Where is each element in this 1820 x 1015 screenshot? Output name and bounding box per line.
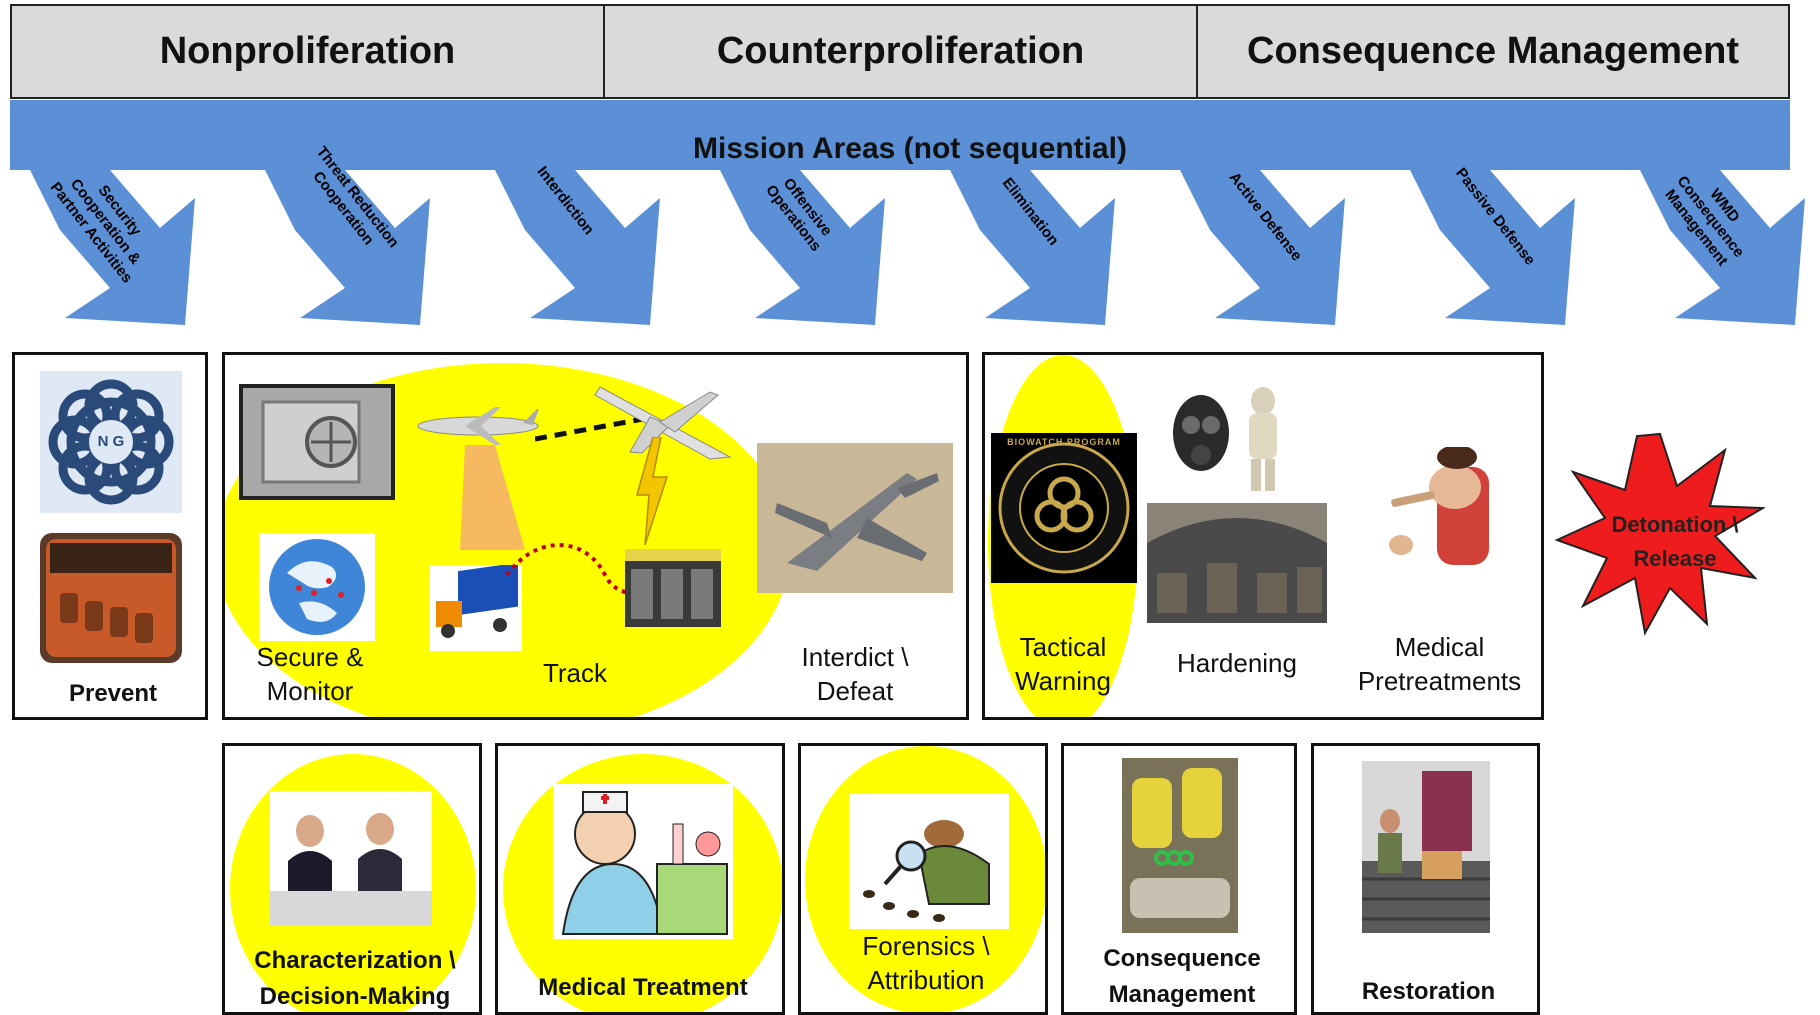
tanker-plane-icon: [417, 407, 539, 445]
secure-track-interdict-box: Secure & Monitor Track Interdict \ Defea…: [222, 352, 969, 720]
header-counterproliferation: Counterproliferation: [603, 4, 1198, 99]
header-label: Nonproliferation: [159, 30, 456, 72]
consequence-management-box: Consequence Management: [1061, 743, 1297, 1015]
forensics-box: Forensics \ Attribution: [798, 743, 1048, 1015]
banner-title: Mission Areas (not sequential): [693, 132, 1127, 165]
prevent-label: Prevent: [68, 680, 158, 707]
secure-monitor-label: Secure & Monitor: [256, 642, 364, 706]
banner-bar: [10, 100, 1790, 170]
arrow-4: [720, 170, 885, 325]
datalink-line: [535, 416, 644, 442]
arrow-1: [30, 170, 195, 325]
mission-arrows: [10, 100, 1805, 325]
arrow-7: [1410, 170, 1575, 325]
prevent-box: N G Prevent: [12, 352, 208, 720]
arrow-6: [1180, 170, 1345, 325]
defense-box: BIOWATCH PROGRAM Tactical Warning Harden…: [982, 352, 1544, 720]
characterization-box: Characterization \ Decision-Making: [222, 743, 482, 1015]
arrow-8: [1640, 170, 1805, 325]
restoration-box: Restoration: [1311, 743, 1540, 1015]
medical-treatment-box: Medical Treatment: [495, 743, 785, 1015]
fighter-jet-icon: [757, 443, 953, 593]
detonation-starburst: [1555, 432, 1765, 636]
tactical-warning-label: Tactical Warning: [1015, 632, 1111, 696]
medical-treatment-label: Medical Treatment: [538, 974, 748, 1001]
header-label: Counterproliferation: [716, 30, 1085, 72]
vaccination-icon: [1387, 447, 1493, 565]
truck-icon: [430, 565, 522, 651]
track-label: Track: [542, 658, 608, 688]
arrow-2: [265, 170, 430, 325]
vault-icon: [239, 384, 395, 500]
consequence-management-label: Consequence Management: [1103, 945, 1261, 1008]
hardening-label: Hardening: [1177, 648, 1297, 678]
restoration-label: Restoration: [1361, 978, 1496, 1005]
header-label: Consequence Management: [1247, 30, 1739, 72]
header-nonproliferation: Nonproliferation: [10, 4, 605, 99]
arrow-3: [495, 170, 660, 325]
forensics-label: Forensics \ Attribution: [862, 931, 990, 995]
meeting-icon: [270, 791, 432, 926]
sensor-beam: [460, 445, 525, 550]
ng-logo-text: N G: [97, 433, 125, 450]
header-consequence-management: Consequence Management: [1196, 4, 1790, 99]
scientist-microscope-icon: [553, 784, 733, 939]
interdict-defeat-label: Interdict \ Defeat: [801, 642, 909, 706]
characterization-label: Characterization \ Decision-Making: [254, 947, 456, 1010]
ng-logo-icon: [40, 371, 182, 513]
biowatch-seal-icon: [991, 433, 1137, 583]
globe-icon: [259, 533, 375, 641]
arrow-5: [950, 170, 1115, 325]
drone-icon: [594, 386, 732, 460]
conference-room-icon: [40, 533, 182, 663]
gas-mask-suit-icon: [1165, 383, 1295, 495]
biowatch-text: BIOWATCH PROGRAM: [1007, 437, 1121, 447]
restoration-photo-icon: [1362, 761, 1490, 933]
mission-areas-banner: [10, 100, 1805, 325]
detective-icon: [849, 794, 1009, 929]
lightning-icon: [636, 437, 669, 546]
detonation-label: Detonation \ Release: [1611, 512, 1739, 571]
hazmat-response-icon: [1122, 758, 1238, 933]
shelter-interior-icon: [1147, 503, 1327, 623]
medical-pretreatments-label: Medical Pretreatments: [1357, 632, 1522, 696]
warehouse-icon: [625, 549, 721, 627]
